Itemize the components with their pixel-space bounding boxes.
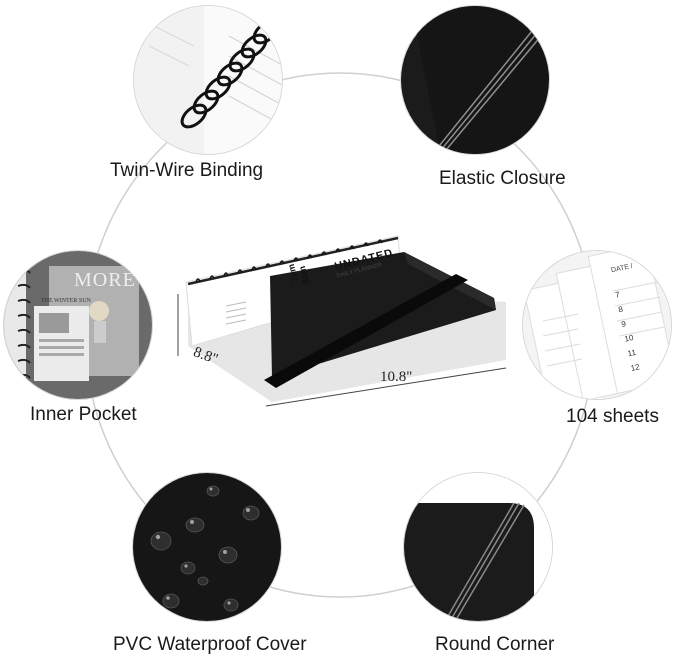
inner-pocket-image: MORE THE WINTER SUN <box>3 250 153 400</box>
pocket-magazine-headline: THE WINTER SUN <box>41 298 91 304</box>
twin-wire-binding-image <box>133 5 283 155</box>
round-corner-image <box>403 472 553 622</box>
elastic-closure-image <box>400 5 550 155</box>
inner-pocket-label: Inner Pocket <box>30 404 137 425</box>
waterproof-cover-image <box>132 472 282 622</box>
planner-product-image: UNDATED DAILY PLANNER 7am 8am <box>176 228 512 408</box>
round-corner-label: Round Corner <box>435 634 555 655</box>
twin-wire-binding-label: Twin-Wire Binding <box>110 160 264 181</box>
sheets-label: 104 sheets <box>566 406 659 427</box>
pocket-magazine-masthead: MORE <box>74 269 136 291</box>
width-dimension-label: 10.8" <box>380 369 413 385</box>
elastic-closure-label: Elastic Closure <box>439 168 566 189</box>
waterproof-cover-label: PVC Waterproof Cover <box>113 634 307 655</box>
sheets-image: DATE / 7 8 9 10 11 12 <box>522 250 672 400</box>
